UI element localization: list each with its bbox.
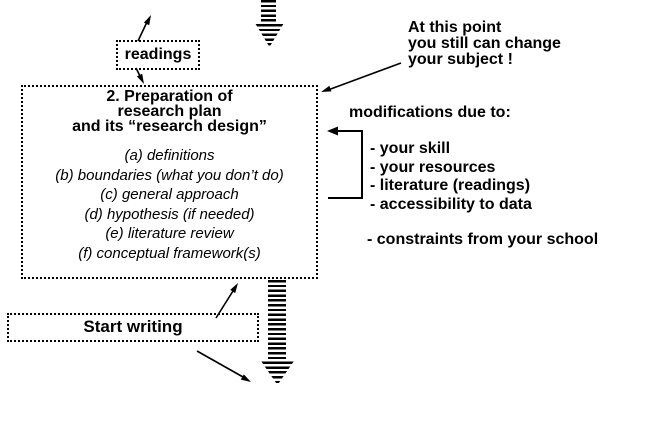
modifications-list: - your skill - your resources - literatu… bbox=[370, 140, 532, 215]
start-writing-box: Start writing bbox=[7, 313, 259, 342]
modifications-bracket-arrow-icon bbox=[327, 126, 363, 199]
arrow-up-from-readings-icon bbox=[137, 15, 151, 42]
striped-down-arrow-bottom-icon bbox=[261, 280, 294, 385]
list-item: (d) hypothesis (if needed) bbox=[84, 205, 255, 223]
arrow-down-from-start-icon bbox=[196, 350, 251, 382]
readings-label: readings bbox=[124, 46, 192, 63]
list-item: (e) literature review bbox=[105, 225, 234, 242]
start-writing-label: Start writing bbox=[83, 317, 183, 336]
list-item: (a) definitions bbox=[124, 147, 215, 164]
note-line: your subject ! bbox=[408, 51, 513, 68]
readings-box: readings bbox=[116, 40, 200, 70]
arrow-readings-to-box-icon bbox=[135, 67, 144, 84]
constraints-item: - constraints from your school bbox=[367, 231, 599, 248]
note-line: At this point bbox=[408, 19, 502, 36]
change-subject-note: At this point you still can change your … bbox=[408, 20, 561, 68]
list-item: - your skill bbox=[370, 140, 451, 157]
list-item: - accessibility to data bbox=[370, 196, 532, 214]
preparation-box-items: (a) definitions (b) boundaries (what you… bbox=[23, 146, 316, 263]
title-line: 2. Preparation of bbox=[106, 88, 233, 105]
preparation-box-title: 2. Preparation of research plan and its … bbox=[23, 88, 316, 135]
title-line: and its “research design” bbox=[72, 118, 267, 135]
list-item: (c) general approach bbox=[100, 186, 239, 203]
list-item: - your resources bbox=[370, 158, 496, 176]
note-line: you still can change bbox=[408, 35, 561, 52]
arrow-note-to-box-icon bbox=[321, 62, 402, 92]
list-item: - literature (readings) bbox=[370, 177, 531, 195]
preparation-box: 2. Preparation of research plan and its … bbox=[21, 85, 318, 279]
list-item: (b) boundaries (what you don’t do) bbox=[55, 166, 284, 184]
modifications-heading: modifications due to: bbox=[349, 104, 511, 121]
list-item: (f) conceptual framework(s) bbox=[78, 244, 261, 262]
striped-down-arrow-top-icon bbox=[255, 0, 284, 47]
title-line: research plan bbox=[117, 103, 222, 120]
